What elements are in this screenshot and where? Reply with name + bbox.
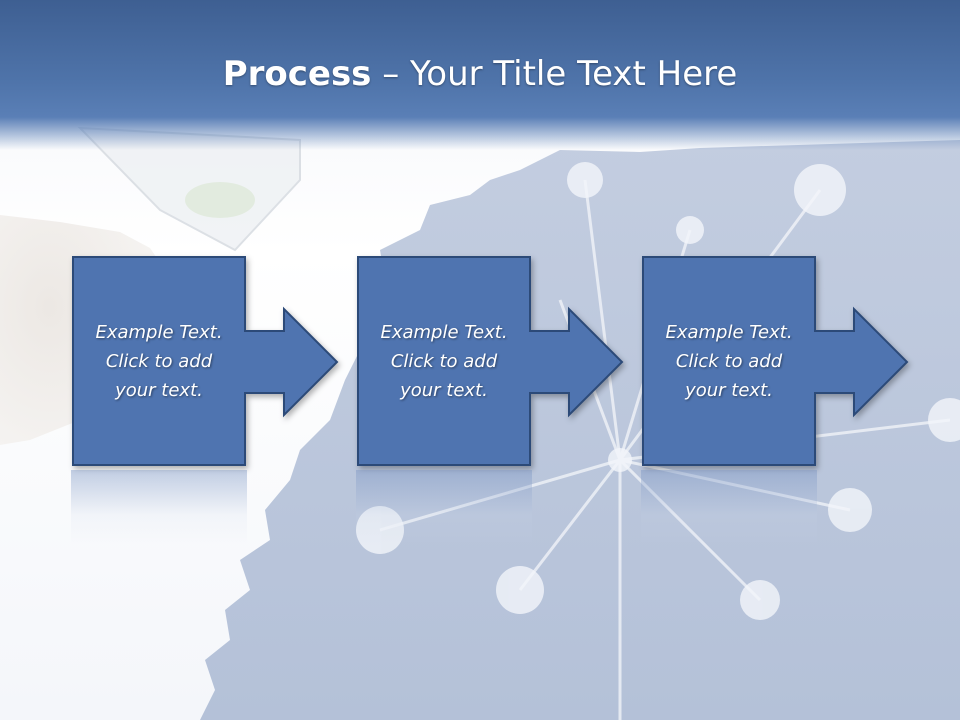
process-step-2-reflection bbox=[356, 470, 532, 545]
frost-clusters bbox=[356, 162, 960, 620]
step-arrow-shape bbox=[642, 256, 909, 466]
step-arrow-shape bbox=[72, 256, 339, 466]
process-step-1[interactable]: Example Text. Click to add your text. bbox=[71, 255, 343, 467]
slide-title[interactable]: Process – Your Title Text Here bbox=[0, 52, 960, 96]
process-step-1-reflection bbox=[71, 470, 247, 545]
step-arrow-shape bbox=[357, 256, 624, 466]
step-1-text: Example Text. Click to add your text. bbox=[95, 321, 223, 401]
step-2-text: Example Text. Click to add your text. bbox=[380, 321, 508, 401]
process-step-2[interactable]: Example Text. Click to add your text. bbox=[356, 255, 628, 467]
process-step-3-reflection bbox=[641, 470, 817, 545]
glass-card-tint bbox=[185, 182, 255, 218]
title-band bbox=[0, 0, 960, 150]
step-3-text: Example Text. Click to add your text. bbox=[665, 321, 793, 401]
process-step-3[interactable]: Example Text. Click to add your text. bbox=[641, 255, 913, 467]
slide-title-rest: – Your Title Text Here bbox=[371, 54, 738, 94]
slide-title-bold: Process bbox=[222, 54, 372, 94]
